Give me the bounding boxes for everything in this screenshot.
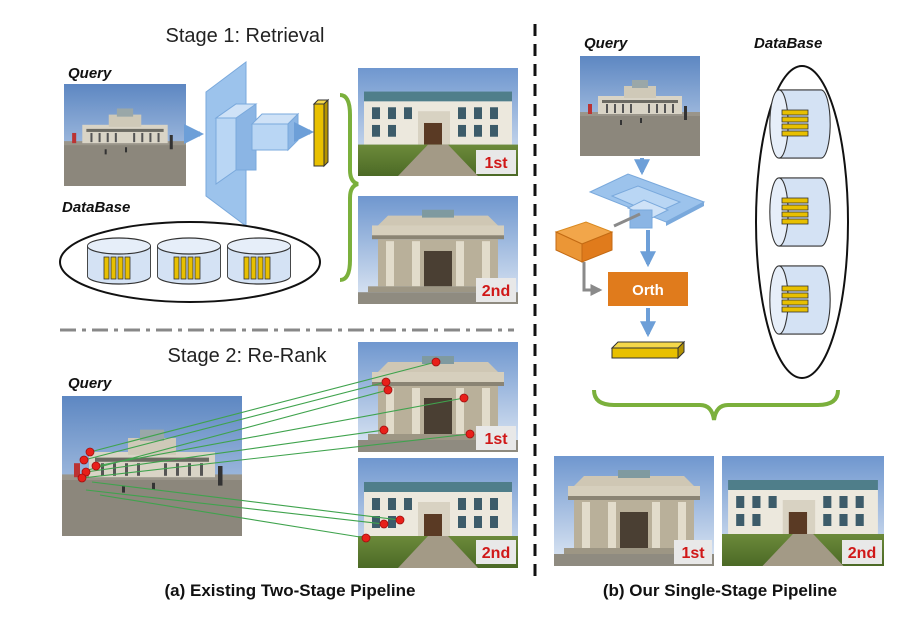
rank-label-1st: 1st [484,155,508,172]
query-label-rerank: Query [68,375,112,392]
database-cylinders-right [769,89,831,335]
rank-badge-2nd-right [842,540,882,564]
single-stage-network-icon [588,173,706,229]
query-label-right: Query [584,35,628,52]
stage1-title: Stage 1: Retrieval [166,25,325,47]
database-boundary [59,221,321,303]
keypoint-match-lines [81,361,471,539]
rank-badge-1st [476,150,516,174]
cnn-network-icon [205,61,300,227]
query-label: Query [68,65,112,82]
rank-label-2nd: 2nd [482,283,510,300]
global-feature-icon [312,98,330,168]
result-brace [592,389,840,421]
query-image-rerank [62,396,242,536]
rank-badge-1st-rerank [476,426,516,450]
query-image [64,84,186,186]
orth-module [608,272,688,306]
rank-label-2nd-rerank: 2nd [482,545,510,562]
orth-label: Orth [632,282,664,299]
database-label-right: DataBase [754,35,822,52]
network-to-local-branch-line [613,212,641,228]
local-feature-branch-icon [554,221,614,263]
database-boundary-right [755,65,849,379]
query-image-right [580,56,700,156]
stage2-title: Stage 2: Re-Rank [168,345,328,367]
keypoint-markers [77,357,475,543]
rank-badge-2nd [476,278,516,302]
database-label: DataBase [62,199,130,216]
rank-label-1st-rerank: 1st [484,431,508,448]
rank-label-1st-right: 1st [681,545,705,562]
local-to-orth-arrow [582,262,603,296]
rank-label-2nd-right: 2nd [848,545,876,562]
rank-badge-2nd-rerank [476,540,516,564]
caption-left: (a) Existing Two-Stage Pipeline [165,581,416,600]
fused-descriptor-icon [610,340,686,360]
left-panel: Stage 1: Retrieval Query 1st 2nd DataBa [59,25,518,600]
database-cylinders [86,237,292,285]
right-panel: Query Orth DataBase [554,35,884,600]
caption-right: (b) Our Single-Stage Pipeline [603,581,837,600]
rank-badge-1st-right [674,540,712,564]
retrieval-brace [339,93,359,282]
